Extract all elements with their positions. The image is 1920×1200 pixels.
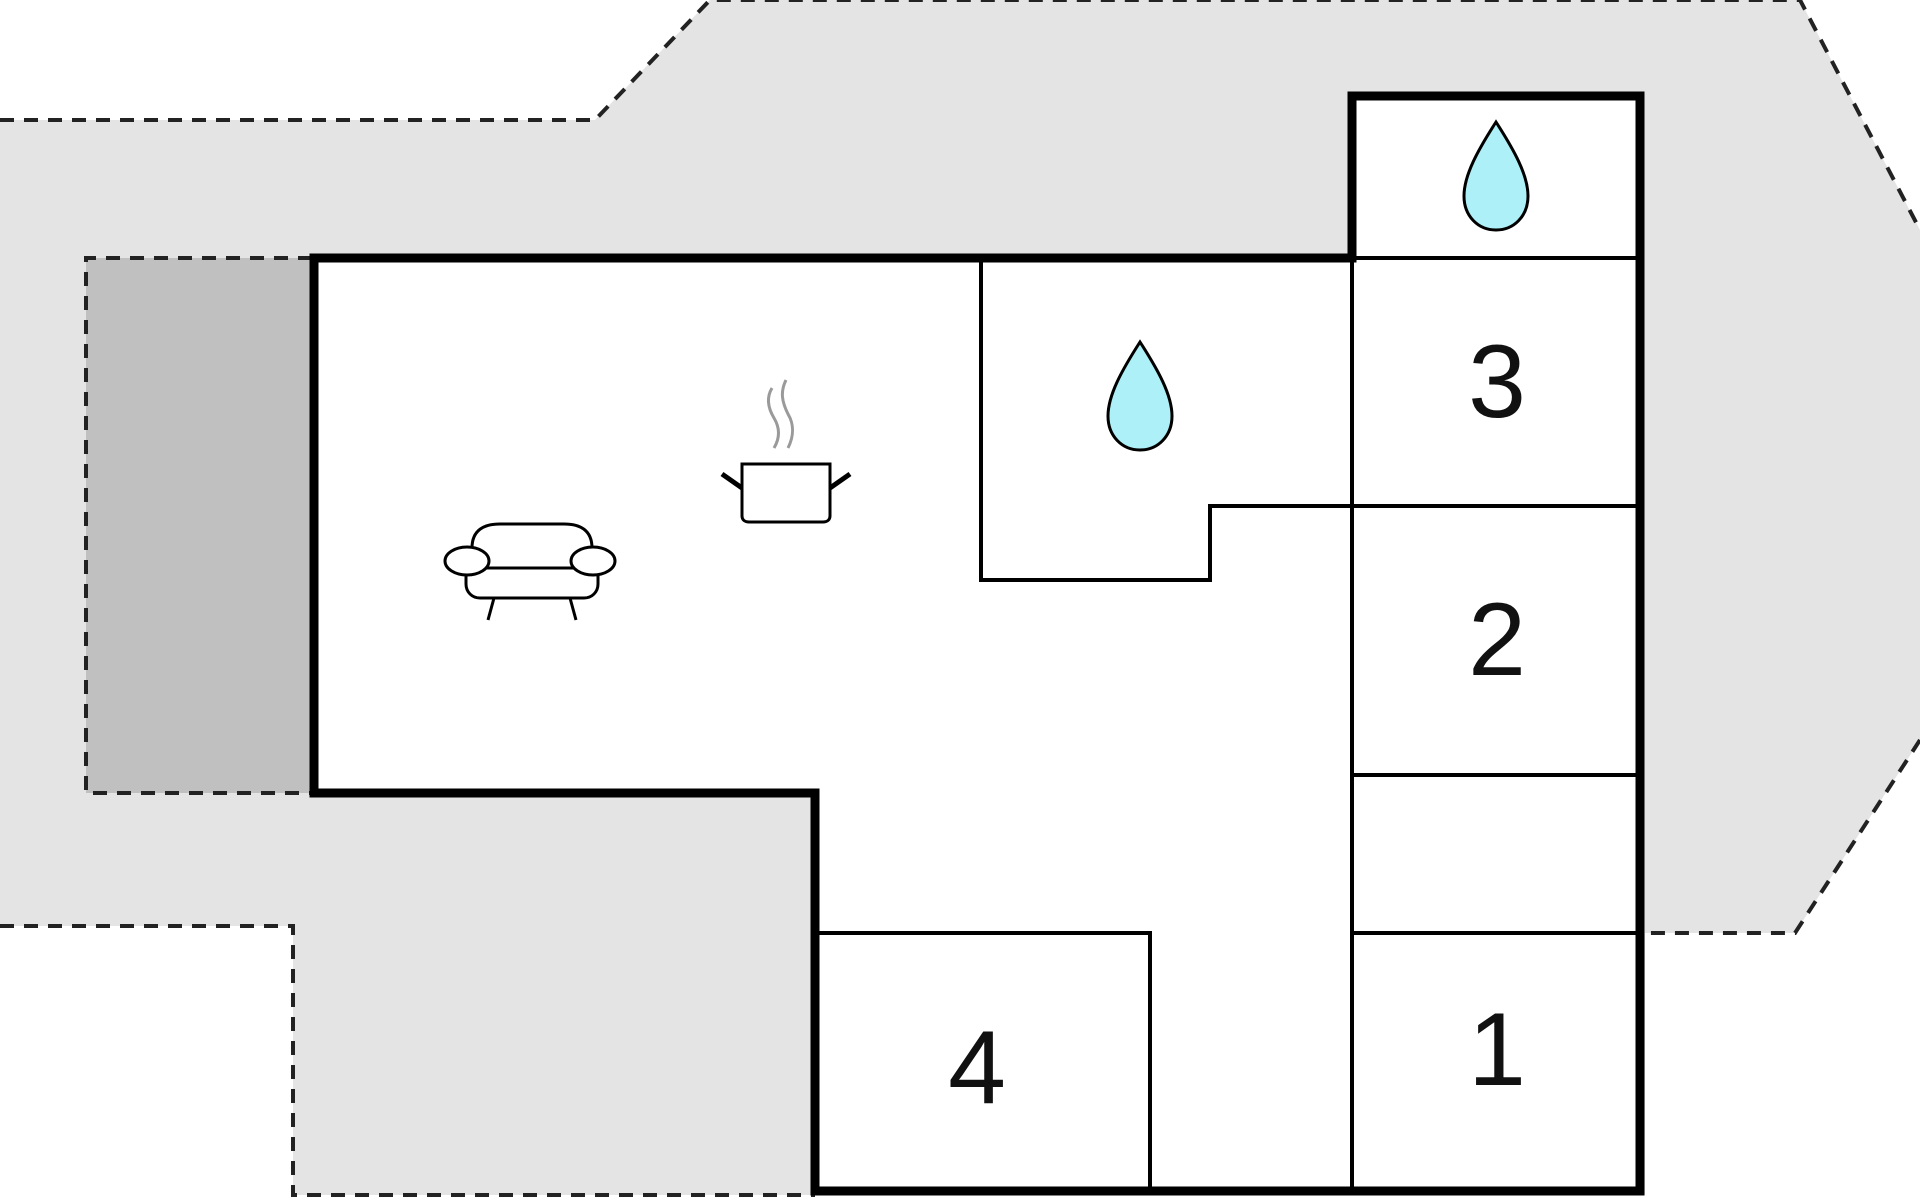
covered-terrace xyxy=(86,258,314,793)
room-number-2: 2 xyxy=(1468,582,1526,698)
water-drop-icon xyxy=(1106,339,1174,452)
interior-walls xyxy=(815,256,1640,1191)
room-number-1: 1 xyxy=(1468,992,1526,1108)
cooking-pot-icon xyxy=(720,379,852,524)
room-number-4: 4 xyxy=(948,1010,1006,1126)
water-drop-icon xyxy=(1462,119,1530,232)
house-interior xyxy=(314,96,1640,1191)
room-number-3: 3 xyxy=(1468,324,1526,440)
sofa-icon xyxy=(443,522,617,621)
covered-terrace-boundary xyxy=(84,256,312,795)
exterior-walls xyxy=(309,91,1645,1196)
